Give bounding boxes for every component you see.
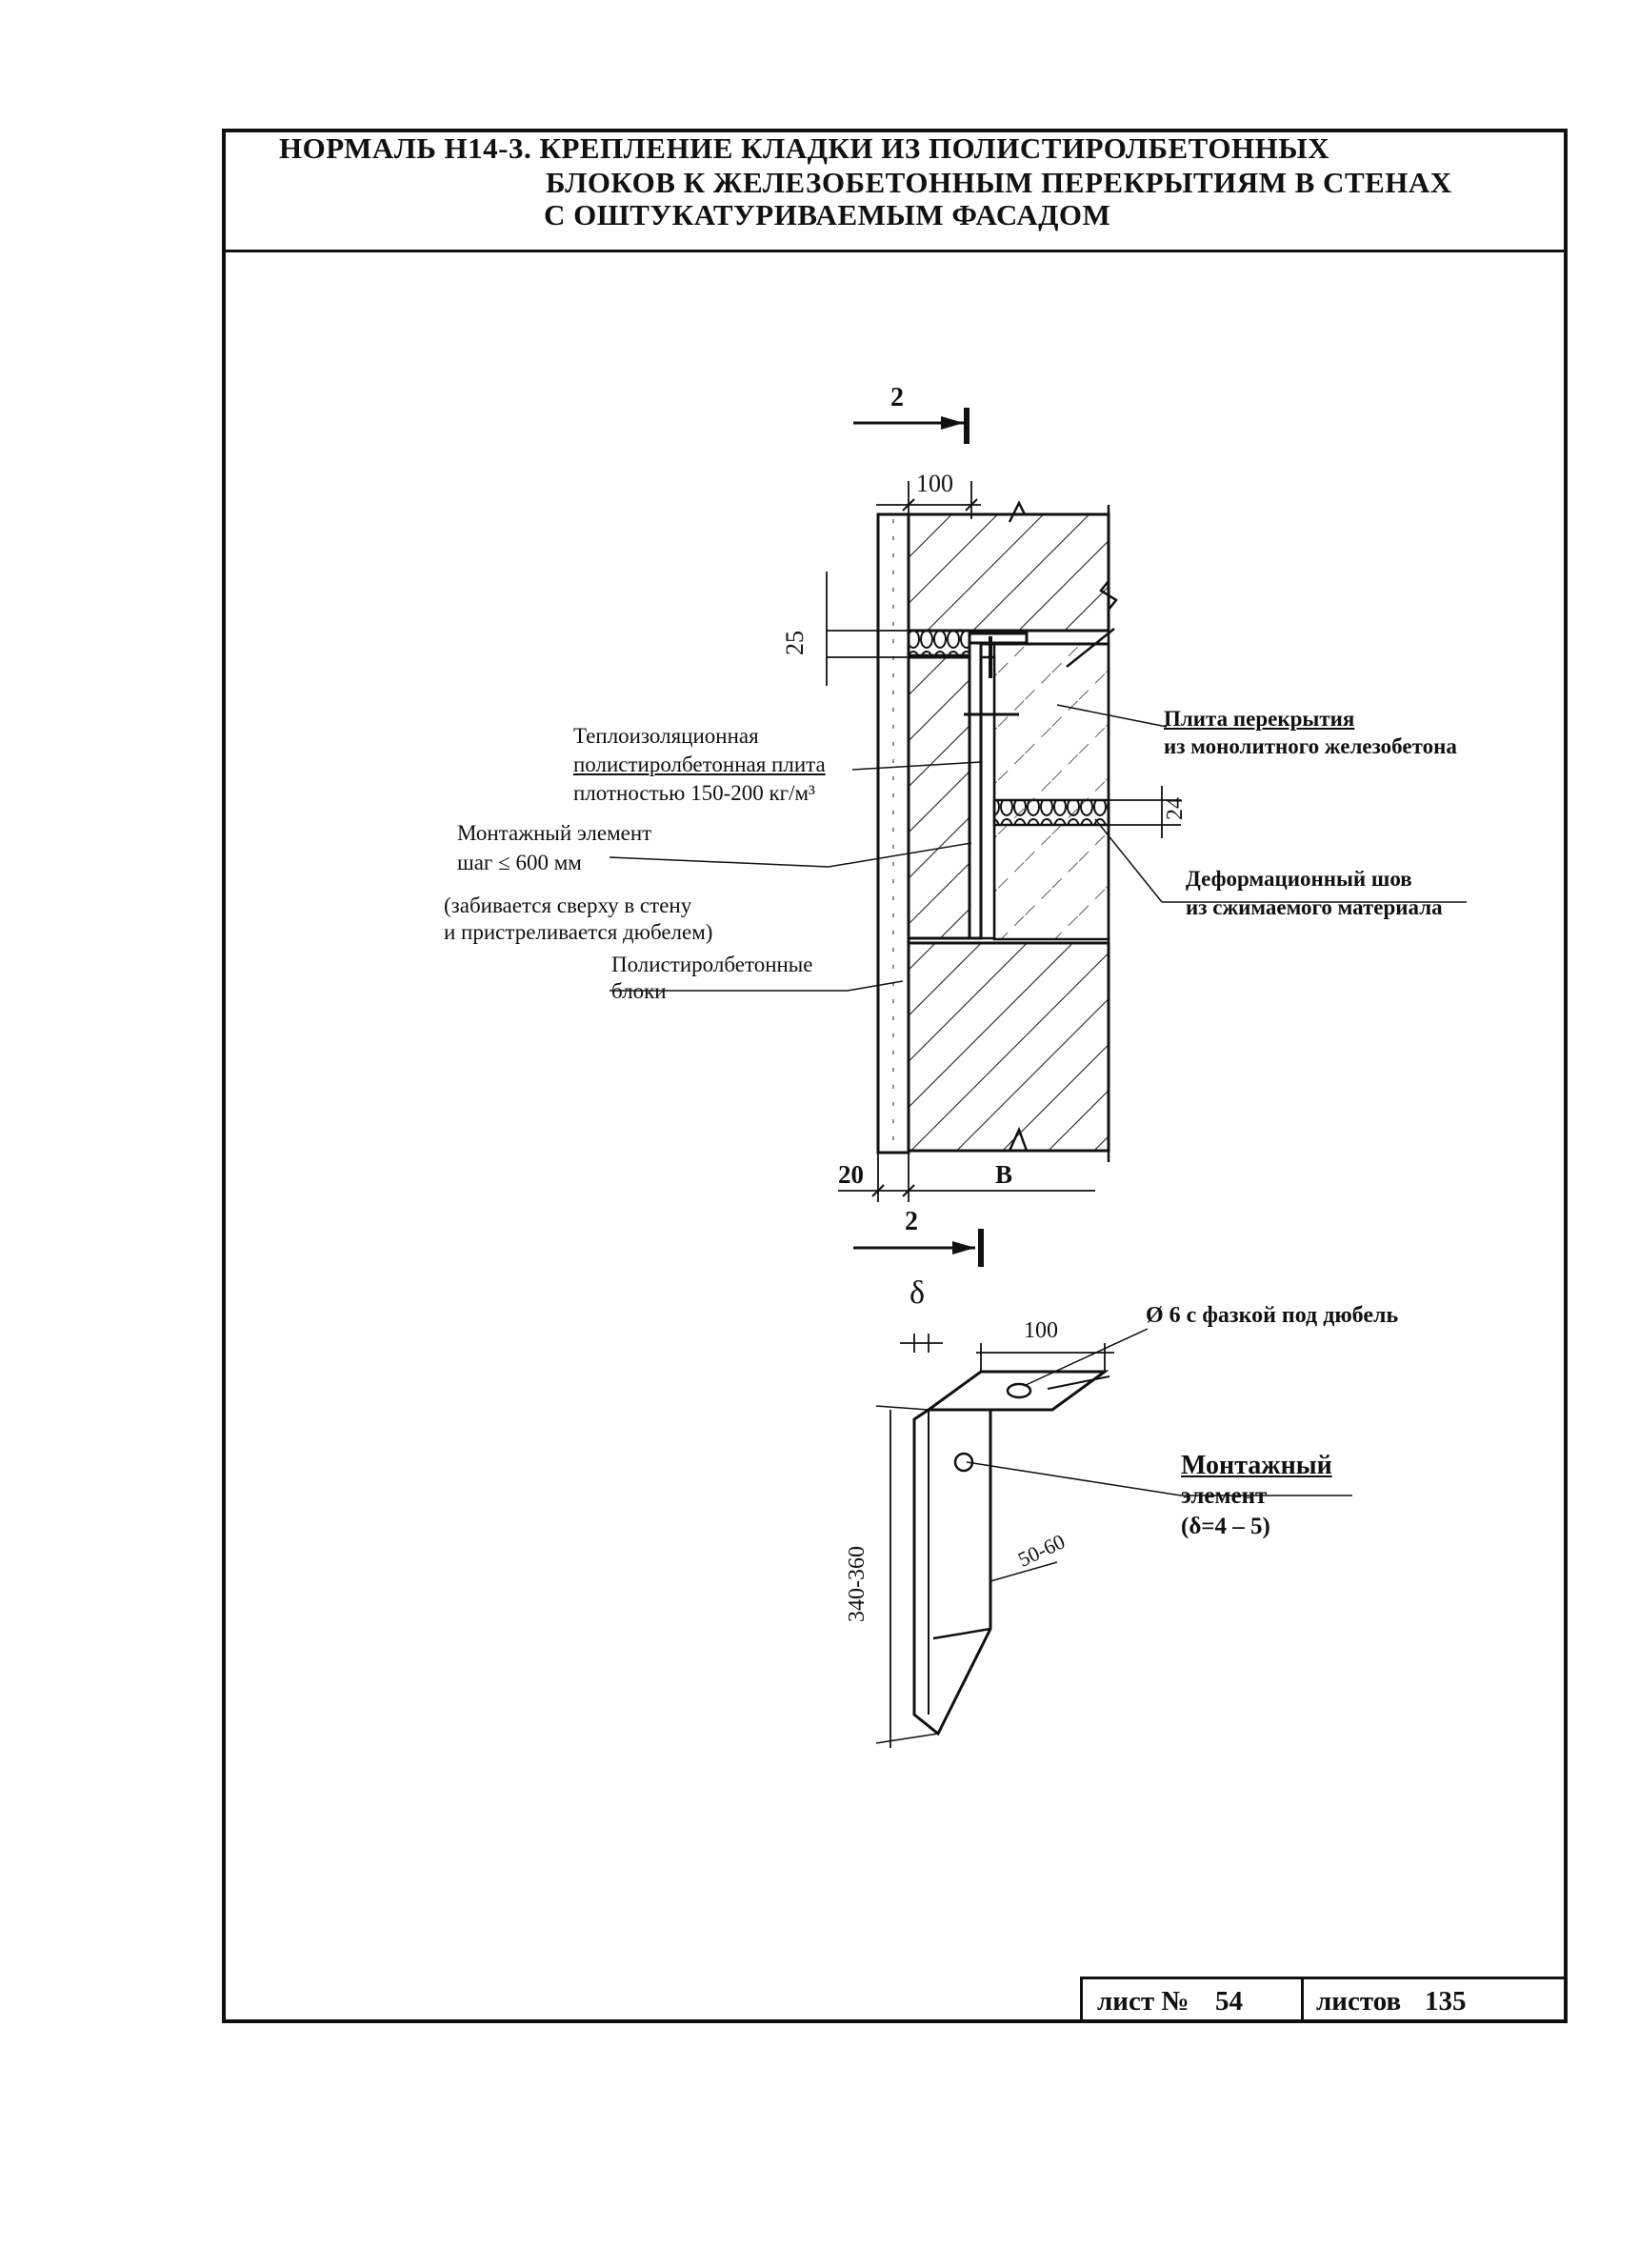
detail-name-2: элемент [1181, 1483, 1268, 1509]
sheets-total: 135 [1425, 1986, 1467, 2017]
dim-joint [826, 572, 914, 686]
dim-seam-label: 24 [1163, 797, 1188, 820]
dim-top-label: 100 [916, 470, 953, 497]
mounting-element [964, 632, 1029, 940]
leader-lines [609, 704, 1467, 992]
title-line-3: С ОШТУКАТУРИВАЕМЫМ ФАСАДОМ [544, 198, 1111, 231]
dim-top [876, 481, 981, 519]
section-mark-bottom [853, 1229, 984, 1267]
title-line-2: БЛОКОВ К ЖЕЛЕЗОБЕТОННЫМ ПЕРЕКРЫТИЯМ В СТ… [546, 166, 1452, 199]
blocks-label-1: Полистиролбетонные [611, 953, 813, 976]
mounting-label-2: шаг ≤ 600 мм [457, 851, 582, 874]
title-line-1: НОРМАЛЬ Н14-3. КРЕПЛЕНИЕ КЛАДКИ ИЗ ПОЛИС… [279, 131, 1330, 165]
mounting-note-2: и пристреливается дюбелем) [444, 920, 713, 944]
top-seam [907, 629, 977, 657]
detail-name-1: Монтажный [1181, 1451, 1332, 1480]
mounting-note-1: (забивается сверху в стену [444, 893, 692, 917]
drawing-frame [222, 129, 1568, 2023]
slab-label-1: Плита перекрытия [1164, 707, 1355, 731]
insulation-label-3: плотностью 150-200 кг/м³ [573, 781, 815, 805]
insulation-label-2: полистиролбетонная плита [573, 753, 826, 776]
stamp-middle-border [1301, 1979, 1304, 2023]
title-divider [222, 250, 1568, 252]
lower-block [907, 941, 1110, 1153]
seam-label-1: Деформационный шов [1186, 867, 1412, 891]
plaster-layer [876, 512, 910, 1154]
sheet-label: лист № [1097, 1986, 1189, 2017]
detail-dim-top-label: 100 [1024, 1318, 1058, 1343]
slab-label-2: из монолитного железобетона [1164, 734, 1457, 758]
section-mark-top-label: 2 [890, 383, 904, 412]
middle-block [907, 655, 973, 940]
dim-plaster-label: 20 [838, 1160, 864, 1189]
sheets-label: листов [1316, 1986, 1402, 2017]
detail-height-label: 340-360 [845, 1546, 869, 1622]
section-mark-bottom-label: 2 [905, 1207, 918, 1236]
insulation-label-1: Теплоизоляционная [573, 724, 759, 748]
stamp-left-border [1080, 1979, 1083, 2023]
blocks-label-2: блоки [611, 979, 667, 1003]
mounting-label-1: Монтажный элемент [457, 821, 652, 845]
upper-block [907, 512, 1110, 632]
dim-joint-label: 25 [781, 631, 809, 655]
floor-slab [992, 642, 1110, 941]
hole-label: Ø 6 с фазкой под дюбель [1146, 1303, 1399, 1328]
delta-label: δ [909, 1275, 926, 1311]
sheet-stamp: лист № 54 листов 135 [1080, 1977, 1568, 2023]
dim-width-label: В [995, 1160, 1013, 1189]
detail-name-3: (δ=4 – 5) [1181, 1514, 1270, 1539]
deformation-seam [992, 798, 1110, 827]
sheet-number: 54 [1215, 1986, 1243, 2017]
dim-bottom [838, 1148, 1095, 1202]
mounting-element-detail [875, 1328, 1352, 1748]
dim-seam [1105, 786, 1181, 838]
section-mark-top [853, 408, 969, 444]
seam-label-2: из сжимаемого материала [1186, 895, 1443, 919]
